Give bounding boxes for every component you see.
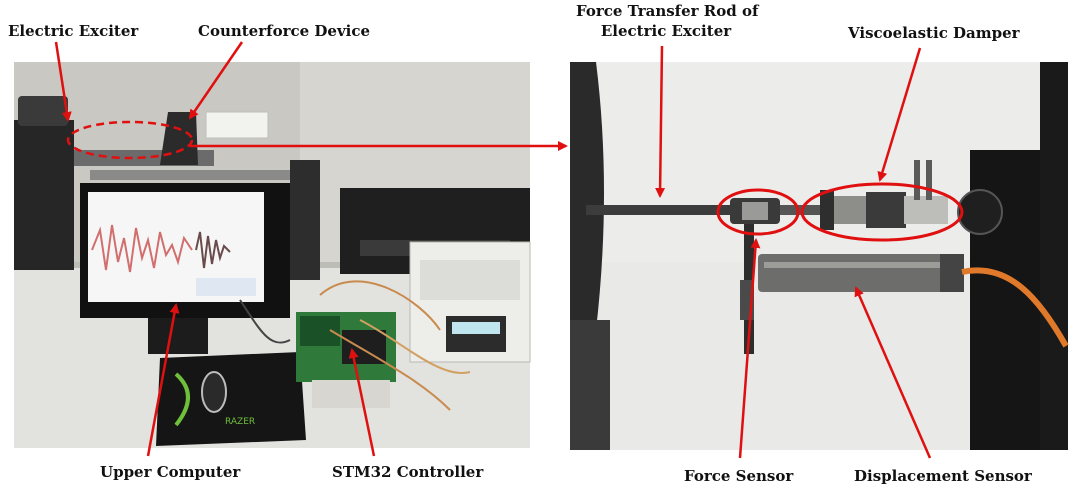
arrow-upper-computer <box>146 303 180 457</box>
arrow-force-sensor <box>738 238 761 459</box>
arrow-viscoelastic-damper <box>877 47 922 182</box>
right-photo <box>570 62 1069 450</box>
label-stm32-controller: STM32 Controller <box>332 463 484 481</box>
arrow-counterforce-device <box>188 41 244 120</box>
label-electric-exciter: Electric Exciter <box>8 22 139 40</box>
label-viscoelastic-damper: Viscoelastic Damper <box>848 24 1020 42</box>
left-photo: RAZER <box>14 62 531 448</box>
arrow-force-transfer-rod <box>655 45 666 198</box>
label-force-transfer-rod-line2: Electric Exciter <box>600 22 732 40</box>
arrow-stm32-controller <box>348 348 376 457</box>
label-force-transfer-rod-line1: Force Transfer Rod of <box>576 2 759 20</box>
label-upper-computer: Upper Computer <box>100 463 241 481</box>
arrow-electric-exciter <box>54 41 72 122</box>
arrow-displacement-sensor <box>854 286 932 459</box>
monitor-brand-text: RAZER <box>225 417 255 427</box>
force-sensor-ellipse <box>716 188 800 236</box>
damper-ellipse <box>800 182 964 242</box>
label-displacement-sensor: Displacement Sensor <box>854 467 1032 485</box>
label-counterforce-device: Counterforce Device <box>198 22 371 40</box>
highlight-ellipse-dashed <box>66 120 194 160</box>
label-force-sensor: Force Sensor <box>684 467 794 485</box>
